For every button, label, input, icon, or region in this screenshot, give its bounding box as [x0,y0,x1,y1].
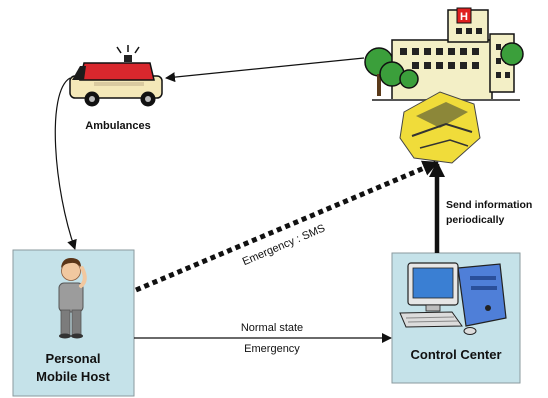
hospital-sign-letter: H [460,11,468,23]
ambulance-to-host-arrow [54,77,77,250]
personal-mobile-host-node: Personal Mobile Host [12,249,135,397]
emergency-label: Emergency [244,343,300,355]
send-information-label-line2: periodically [446,214,505,226]
personal-mobile-host-label-line2: Mobile Host [36,369,110,384]
ambulances-label: Ambulances [85,120,150,132]
send-information-label-line1: Send information [446,199,532,211]
siren-icon [116,45,140,62]
computer-icon [399,262,507,335]
control-center-label: Control Center [411,347,502,362]
control-center-node: Control Center [391,252,521,384]
emergency-sms-arrow [135,160,439,293]
hospital-icon: H [364,7,524,101]
normal-state-label: Normal state [241,322,303,334]
fax-phone-icon [399,91,481,164]
hospital-to-ambulance-arrow [165,57,365,83]
personal-mobile-host-label-line1: Personal [46,351,101,366]
ambulance-icon [69,45,163,107]
emergency-sms-label: Emergency : SMS [241,222,327,268]
person-icon [58,258,87,339]
